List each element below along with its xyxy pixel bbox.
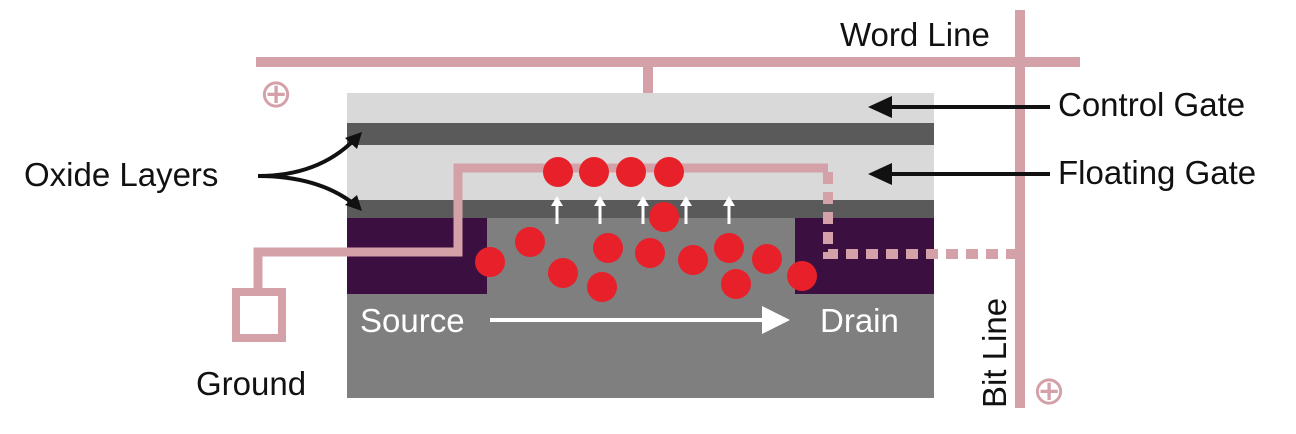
bit-line-label: Bit Line: [976, 298, 1013, 408]
electron: [721, 269, 751, 299]
tunneling-arrow: [594, 196, 606, 224]
word-line-wire: [256, 57, 1080, 94]
control-gate-label: Control Gate: [1058, 86, 1245, 123]
source-label: Source: [360, 302, 465, 339]
electron: [654, 157, 684, 187]
electron: [714, 233, 744, 263]
ground-label: Ground: [196, 365, 306, 402]
drain-label: Drain: [820, 302, 899, 339]
electron: [543, 157, 573, 187]
electron: [587, 272, 617, 302]
floating-gate-pointer: [868, 163, 1050, 185]
tunneling-arrow: [551, 196, 563, 224]
tunneling-arrow: [680, 196, 692, 224]
floating-gate-label: Floating Gate: [1058, 154, 1256, 191]
electron: [515, 227, 545, 257]
ground-terminal: [232, 288, 286, 342]
electron: [787, 261, 817, 291]
word-line-label: Word Line: [840, 16, 990, 53]
oxide-layers-label: Oxide Layers: [24, 156, 218, 193]
channel-electrons: [475, 202, 817, 302]
electron: [593, 233, 623, 263]
tunneling-arrow: [723, 196, 735, 224]
tunneling-arrow: [637, 196, 649, 224]
electron: [616, 157, 646, 187]
tunneling-arrows: [551, 196, 735, 224]
control-gate: [347, 93, 934, 123]
electron: [548, 258, 578, 288]
top-oxide-layer: [347, 123, 934, 145]
floating-gate-electrons: [543, 157, 684, 187]
oxide-pointer-arrowhead-top: [345, 132, 362, 149]
electron: [678, 245, 708, 275]
electron: [579, 157, 609, 187]
electron: [635, 238, 665, 268]
current-arrow: [490, 306, 790, 334]
control-gate-pointer: [868, 96, 1050, 118]
oxide-pointer-arrowhead-bottom: [345, 195, 362, 211]
electron: [475, 247, 505, 277]
electron: [752, 244, 782, 274]
electron: [649, 202, 679, 232]
oxide-layers-pointer: [257, 138, 356, 206]
word-line-terminal-icon: ⊕: [259, 71, 293, 117]
bottom-oxide-layer: [347, 200, 934, 218]
bit-line-terminal-icon: ⊕: [1032, 368, 1066, 414]
drain-bit-line-wire: [823, 172, 1018, 259]
